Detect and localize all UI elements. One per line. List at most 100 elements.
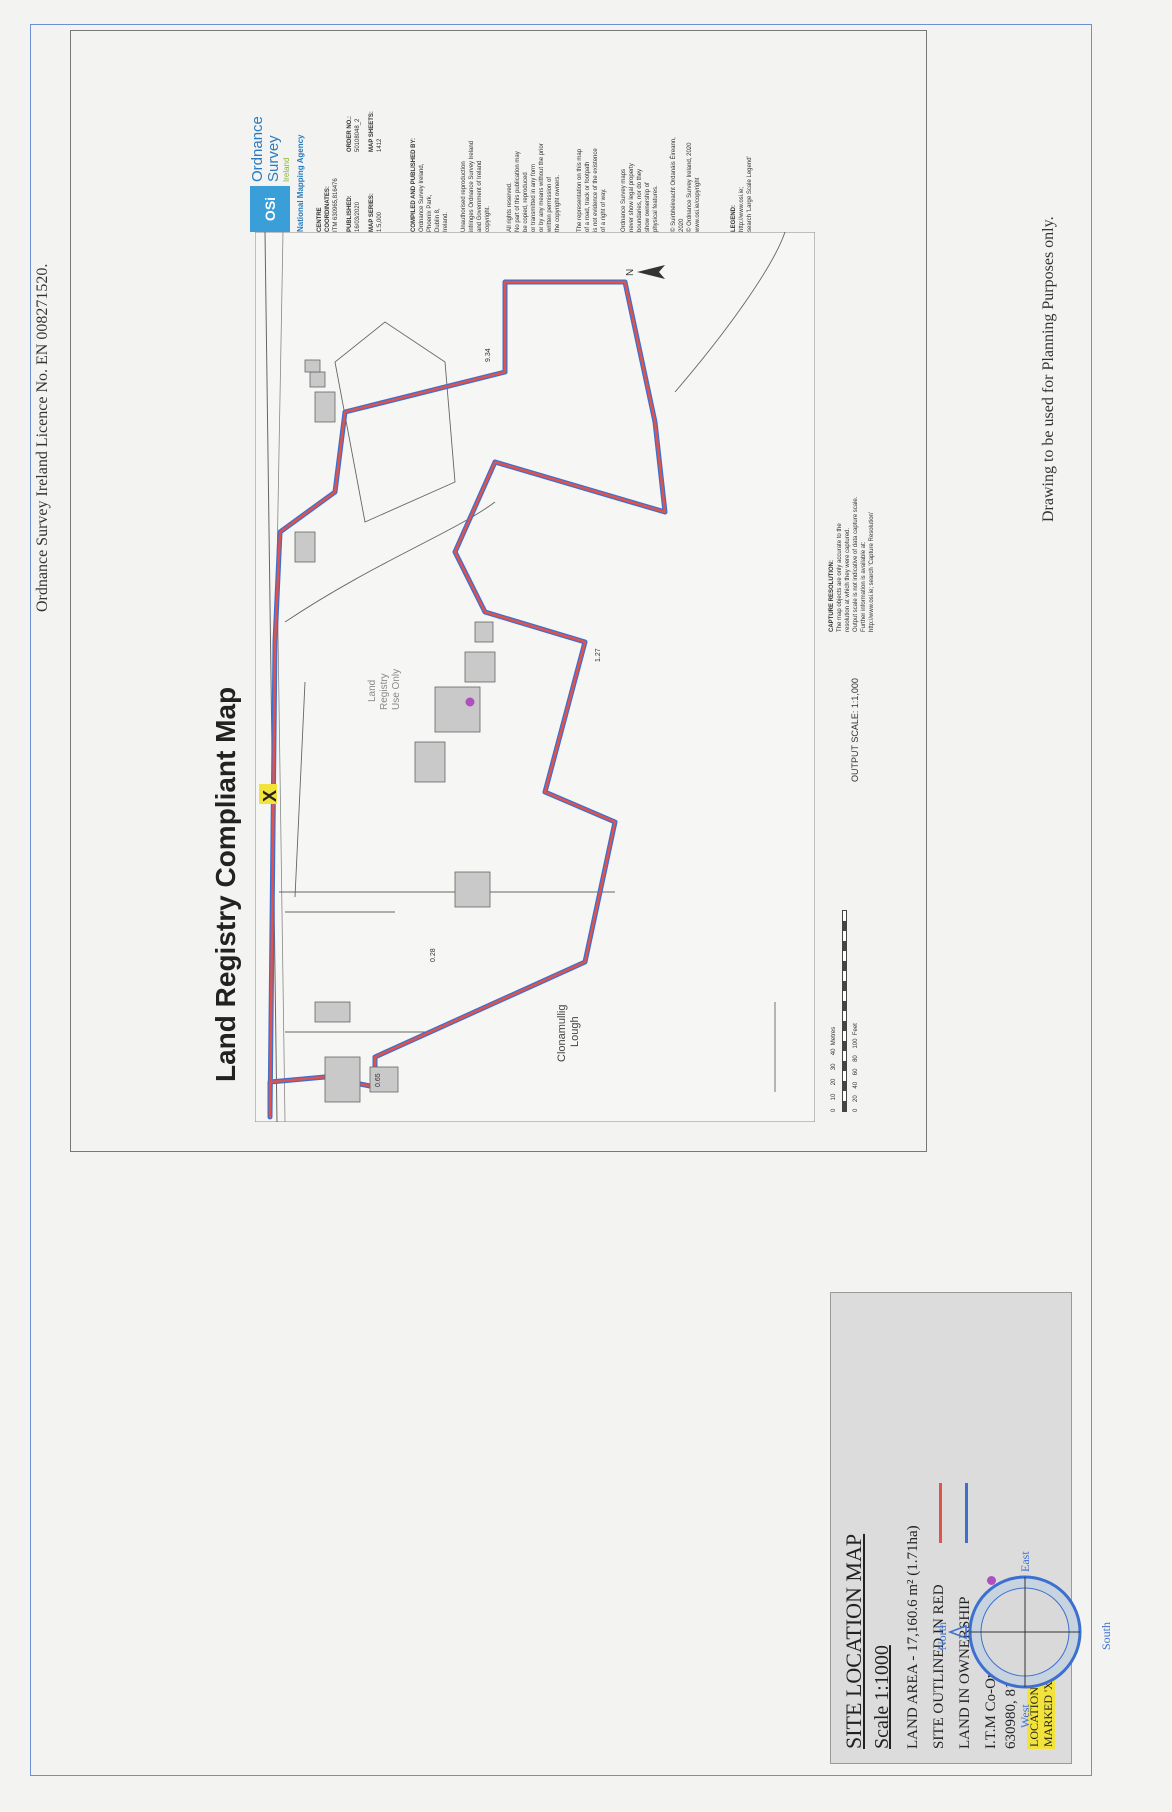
boundary-line: physical features.: [653, 185, 659, 232]
legend-line: search 'Large Scale Legend': [747, 156, 753, 232]
osi-panel: OSi Ordnance Survey Ireland National Map…: [249, 42, 910, 233]
scale-tick: 10: [831, 1093, 837, 1101]
capture-line: resolution at which they were captured.: [845, 527, 851, 632]
compiled-line: Ireland.: [443, 211, 449, 232]
order-value: 50108048_2: [355, 118, 361, 152]
compiled-line: Dublin 8,: [435, 208, 441, 232]
compiled-title: COMPILED AND PUBLISHED BY:: [411, 137, 417, 232]
compass-west: West: [1018, 1704, 1032, 1728]
scale-tick: 40: [853, 1081, 859, 1089]
boundary-line: never show legal property: [629, 163, 635, 232]
site-notice-highlight: [259, 784, 277, 804]
rights-line: No part of this publication may: [515, 151, 521, 232]
land-area: LAND AREA - 17,160.6 m² (1.71ha): [905, 1525, 921, 1749]
published-label: PUBLISHED:: [347, 195, 353, 232]
rights-line: the copyright owners.: [555, 174, 561, 232]
rights-line: or transmitted in any form: [531, 163, 537, 232]
compass-north: North: [935, 1622, 949, 1650]
unauth-line: copyright.: [485, 205, 491, 232]
capture-resolution: CAPTURE RESOLUTION: The map objects are …: [828, 497, 876, 632]
compiled-line: Ordnance Survey Ireland,: [419, 163, 425, 232]
field-boundaries: [279, 232, 786, 1092]
copyright-line: © Ordnance Survey Ireland, 2020: [687, 142, 693, 232]
legend-line: http://www.osi.ie;: [739, 186, 745, 232]
lough-label-2: Lough: [569, 1016, 581, 1047]
boundary-line: show ownership of: [645, 182, 651, 232]
series-label: MAP SERIES:: [369, 193, 375, 232]
road: [264, 232, 278, 1122]
rights-line: All rights reserved.: [507, 182, 513, 232]
rights-line: or by any means without the prior: [539, 143, 545, 232]
scale-tick: 20: [853, 1095, 859, 1102]
osi-brand: Survey: [265, 135, 282, 182]
scale-tick: 30: [831, 1063, 837, 1071]
unauth-line: infringes Ordnance Survey Ireland: [469, 140, 475, 232]
road-line: is not evidence of the existence: [593, 148, 599, 232]
legend-title: LEGEND:: [731, 205, 737, 232]
copyright-line: 2020: [679, 218, 685, 232]
legend-scale: Scale 1:1000: [871, 1645, 893, 1749]
capture-title: CAPTURE RESOLUTION:: [829, 560, 835, 632]
compass-east: East: [1018, 1551, 1032, 1572]
north-arrow-icon: [947, 1624, 967, 1640]
copyright-line: www.osi.ie/copyright: [695, 177, 701, 232]
scale-tick: 60: [853, 1068, 859, 1076]
scale-unit: Metres: [831, 1026, 837, 1046]
osi-logo: OSi: [250, 186, 290, 232]
unauth-line: Unauthorised reproduction: [461, 161, 467, 232]
osi-brand: Ireland: [282, 157, 291, 182]
copyright-line: © Suirbhéireacht Ordanáis Éireann,: [671, 137, 677, 232]
land-registry-label: Land: [367, 680, 378, 702]
boundary-line: boundaries, nor do they: [637, 168, 643, 232]
north-arrow: N: [625, 265, 665, 279]
output-scale: OUTPUT SCALE: 1:1,000: [850, 678, 860, 782]
scale-tick: 20: [831, 1078, 837, 1086]
compiled-line: Phoenix Park,: [427, 194, 433, 232]
coordinates-label: COORDINATES:: [325, 186, 331, 232]
scale-tick: 40: [831, 1048, 837, 1056]
legend-title: SITE LOCATION MAP: [841, 1533, 866, 1749]
buildings: [294, 359, 496, 1103]
parcel-area-4: 0.65: [375, 1073, 382, 1087]
published-value: 16/03/2020: [355, 201, 361, 232]
coordinates-value: ITM 630965,816476: [333, 178, 339, 232]
parcel-area-3: 0.28: [430, 948, 437, 962]
scale-unit: Feet: [853, 1023, 859, 1036]
capture-line: Further information is available at:: [861, 541, 867, 632]
rights-line: written permission of: [547, 176, 553, 232]
lough-label-1: Clonamullig: [556, 1005, 568, 1062]
compass: North South East West: [935, 1551, 1113, 1728]
centre-label: CENTRE: [317, 207, 323, 232]
compass-south: South: [1099, 1622, 1113, 1650]
scale-bar: 0 10 20 30 40 Metres 0 20 40 60 80 100 F…: [830, 792, 890, 1112]
map-title: Land Registry Compliant Map: [210, 686, 241, 1082]
unauth-line: and Government of Ireland: [477, 160, 483, 232]
osi-agency: National Mapping Agency: [296, 134, 305, 233]
scale-tick: 0: [853, 1108, 859, 1112]
itm-coordinate-dot: [465, 697, 475, 707]
land-registry-label: Use Only: [391, 669, 402, 710]
site-map: X 9.34 1.27 0.28 0.65 Clonamullig Lough …: [255, 232, 815, 1122]
sheets-label: MAP SHEETS:: [369, 111, 375, 152]
site-notice-marker: X: [260, 790, 280, 802]
scale-tick: 80: [853, 1055, 859, 1062]
road-line: The representation on this map: [577, 148, 583, 232]
capture-line: http://www.osi.ie; search 'Capture Resol…: [869, 511, 875, 632]
planning-note: Drawing to be used for Planning Purposes…: [1040, 216, 1057, 522]
rights-line: be copied, reproduced: [523, 172, 529, 232]
series-value: 1:5,000: [377, 211, 383, 232]
boundary-line: Ordnance Survey maps: [621, 168, 627, 232]
parcel-area-1: 9.34: [485, 348, 492, 362]
scale-tick: 100: [853, 1038, 859, 1049]
osi-logo-abbrev: OSi: [262, 196, 278, 222]
order-label: ORDER NO.:: [347, 116, 353, 152]
road-line: of a right of way.: [601, 188, 607, 232]
capture-line: The map objects are only accurate to the: [837, 523, 843, 632]
road-line: of a road, track or footpath: [585, 161, 591, 232]
scale-tick: 0: [831, 1108, 837, 1112]
land-registry-label: Registry: [379, 673, 390, 710]
sheets-value: 1412: [377, 138, 383, 152]
licence-note: Ordnance Survey Ireland Licence No. EN 0…: [34, 263, 51, 612]
